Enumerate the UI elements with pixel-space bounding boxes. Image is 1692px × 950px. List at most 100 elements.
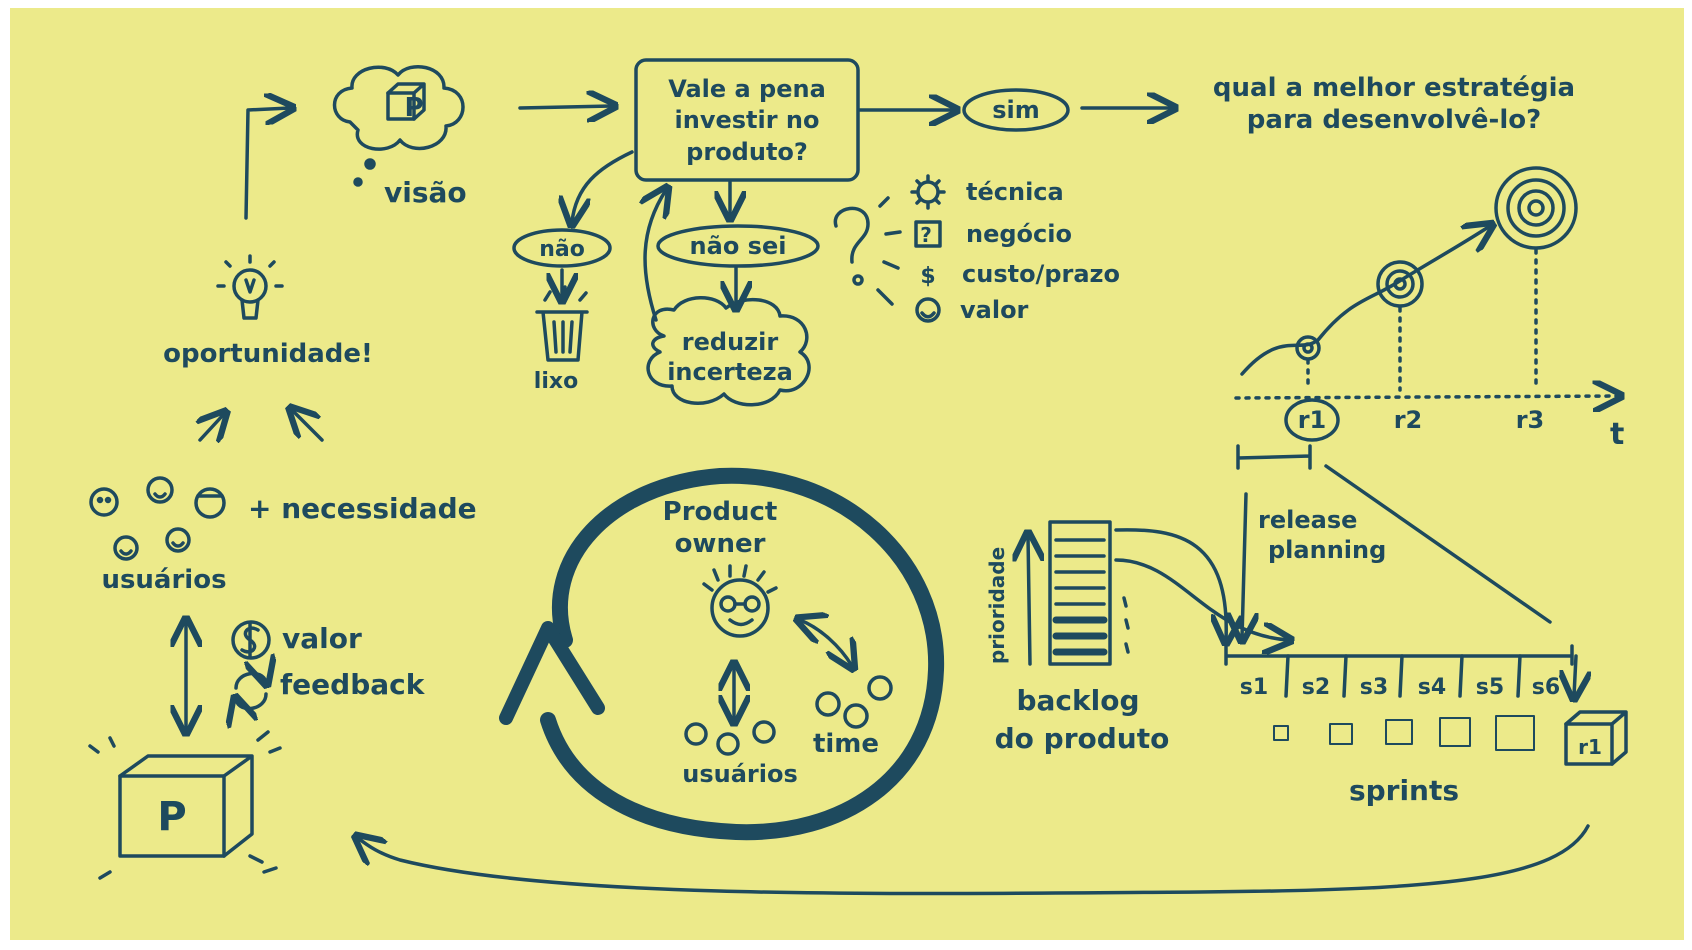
product-box-icon	[118, 754, 254, 858]
sprint-dividers	[1284, 654, 1576, 696]
release-span-bracket	[1236, 444, 1312, 470]
no-label: não	[539, 237, 585, 262]
reduce-cloud	[646, 296, 811, 407]
reduce-line-1: reduzir	[682, 328, 779, 356]
sprint-increment-boxes-icon	[1273, 715, 1535, 751]
no-oval	[512, 228, 612, 268]
release-planning-line-2: planning	[1268, 536, 1386, 564]
need-label: + necessidade	[248, 492, 477, 525]
product-letter: P	[157, 794, 186, 840]
cycle-users-faces-icon	[684, 720, 776, 756]
backlog-items	[1054, 538, 1106, 606]
scrum-cycle-arrow	[540, 467, 945, 841]
arrow-opportunity-to-vision	[244, 108, 290, 220]
opportunity-label: oportunidade!	[163, 339, 373, 369]
vision-box-icon	[386, 82, 426, 121]
arrow-po-team	[800, 620, 852, 666]
time-axis	[1234, 396, 1618, 398]
release-drop-lines	[1306, 248, 1538, 392]
business-icon-mark: ?	[920, 223, 932, 247]
factor-technical: técnica	[966, 178, 1064, 206]
product-owner-face-icon	[702, 564, 778, 638]
backlog-items-done	[1052, 616, 1108, 656]
users-label: usuários	[101, 565, 226, 595]
dollar-icon: $	[920, 264, 935, 289]
factor-value: valor	[960, 296, 1029, 324]
priority-arrow	[1028, 536, 1030, 666]
question-box	[634, 58, 860, 182]
feedback-label: feedback	[280, 668, 426, 701]
arrow-vision-to-question	[518, 106, 612, 108]
sprint-s2: s2	[1302, 675, 1330, 700]
r1-highlight-oval	[1284, 398, 1340, 442]
question-mark-icon	[833, 206, 870, 264]
arrow-backlog-to-sprint2	[1114, 558, 1288, 640]
release-growth-curve	[1240, 226, 1490, 376]
user-face-icon	[89, 476, 226, 561]
sprint-s3: s3	[1360, 675, 1388, 700]
value-label: valor	[282, 622, 362, 655]
arrow-reduce-back-to-question	[645, 190, 666, 322]
vision-label: visão	[384, 176, 467, 209]
dollar-coin-icon	[231, 620, 271, 660]
arrow-backlog-to-sprint1	[1114, 528, 1226, 640]
arrow-release-planning	[1242, 492, 1246, 638]
backlog-stack	[1048, 520, 1112, 666]
question-branches	[876, 196, 902, 306]
thought-dot	[364, 158, 376, 170]
team-faces-icon	[815, 675, 893, 729]
sprint-timeline	[1224, 644, 1574, 666]
feedback-cycle-icon	[236, 673, 266, 708]
business-icon	[914, 220, 942, 248]
cycle-users-label: usuários	[682, 760, 798, 788]
gear-icon	[910, 174, 946, 210]
time-axis-label: t	[1610, 417, 1624, 452]
question-line-1: Vale a pena	[668, 75, 826, 103]
lightbulb-icon	[216, 254, 284, 320]
strategy-line-2: para desenvolvê-lo?	[1247, 105, 1541, 135]
arrow-need-to-opportunity	[292, 410, 324, 442]
release-r1: r1	[1298, 406, 1327, 434]
release-zoom-line	[1324, 464, 1552, 624]
return-to-product-arrow	[358, 824, 1590, 896]
trash-icon	[535, 285, 589, 362]
backlog-line-1: backlog	[1016, 684, 1139, 717]
dont-know-label: não sei	[690, 232, 787, 260]
po-line-2: owner	[675, 529, 766, 559]
vision-cloud	[332, 65, 465, 151]
question-mark-dot	[852, 274, 864, 286]
release-r2: r2	[1394, 406, 1423, 434]
strategy-line-1: qual a melhor estratégia	[1213, 73, 1575, 103]
vision-letter: P	[404, 93, 423, 123]
reduce-line-2: incerteza	[667, 358, 793, 386]
team-label: time	[813, 729, 879, 759]
thought-dot	[353, 177, 363, 187]
sprint-s6: s6	[1532, 675, 1560, 700]
factor-business: negócio	[966, 220, 1072, 248]
smiley-icon	[915, 297, 941, 323]
yes-oval	[962, 88, 1070, 132]
target-icon	[1295, 166, 1578, 361]
product-sparkle-lines	[88, 730, 282, 880]
sprint-s1: s1	[1240, 675, 1268, 700]
whiteboard-background	[10, 8, 1684, 940]
scrum-cycle-arrowhead	[499, 621, 605, 725]
factor-cost: custo/prazo	[962, 260, 1120, 288]
backlog-line-2: do produto	[995, 722, 1170, 755]
backlog-dots	[1122, 596, 1130, 654]
release-planning-line-1: release	[1258, 506, 1357, 534]
question-line-3: produto?	[686, 138, 808, 166]
sprint-s5: s5	[1476, 675, 1504, 700]
po-line-1: Product	[663, 497, 778, 527]
arrow-question-to-no	[572, 150, 634, 222]
trash-label: lixo	[534, 369, 578, 394]
release-box-label: r1	[1578, 735, 1602, 759]
dont-know-oval	[656, 224, 820, 268]
arrow-users-to-opportunity	[200, 414, 224, 440]
release-box-icon	[1564, 710, 1628, 766]
priority-label: prioridade	[985, 547, 1009, 664]
sprint-s4: s4	[1418, 675, 1446, 700]
release-r3: r3	[1516, 406, 1545, 434]
